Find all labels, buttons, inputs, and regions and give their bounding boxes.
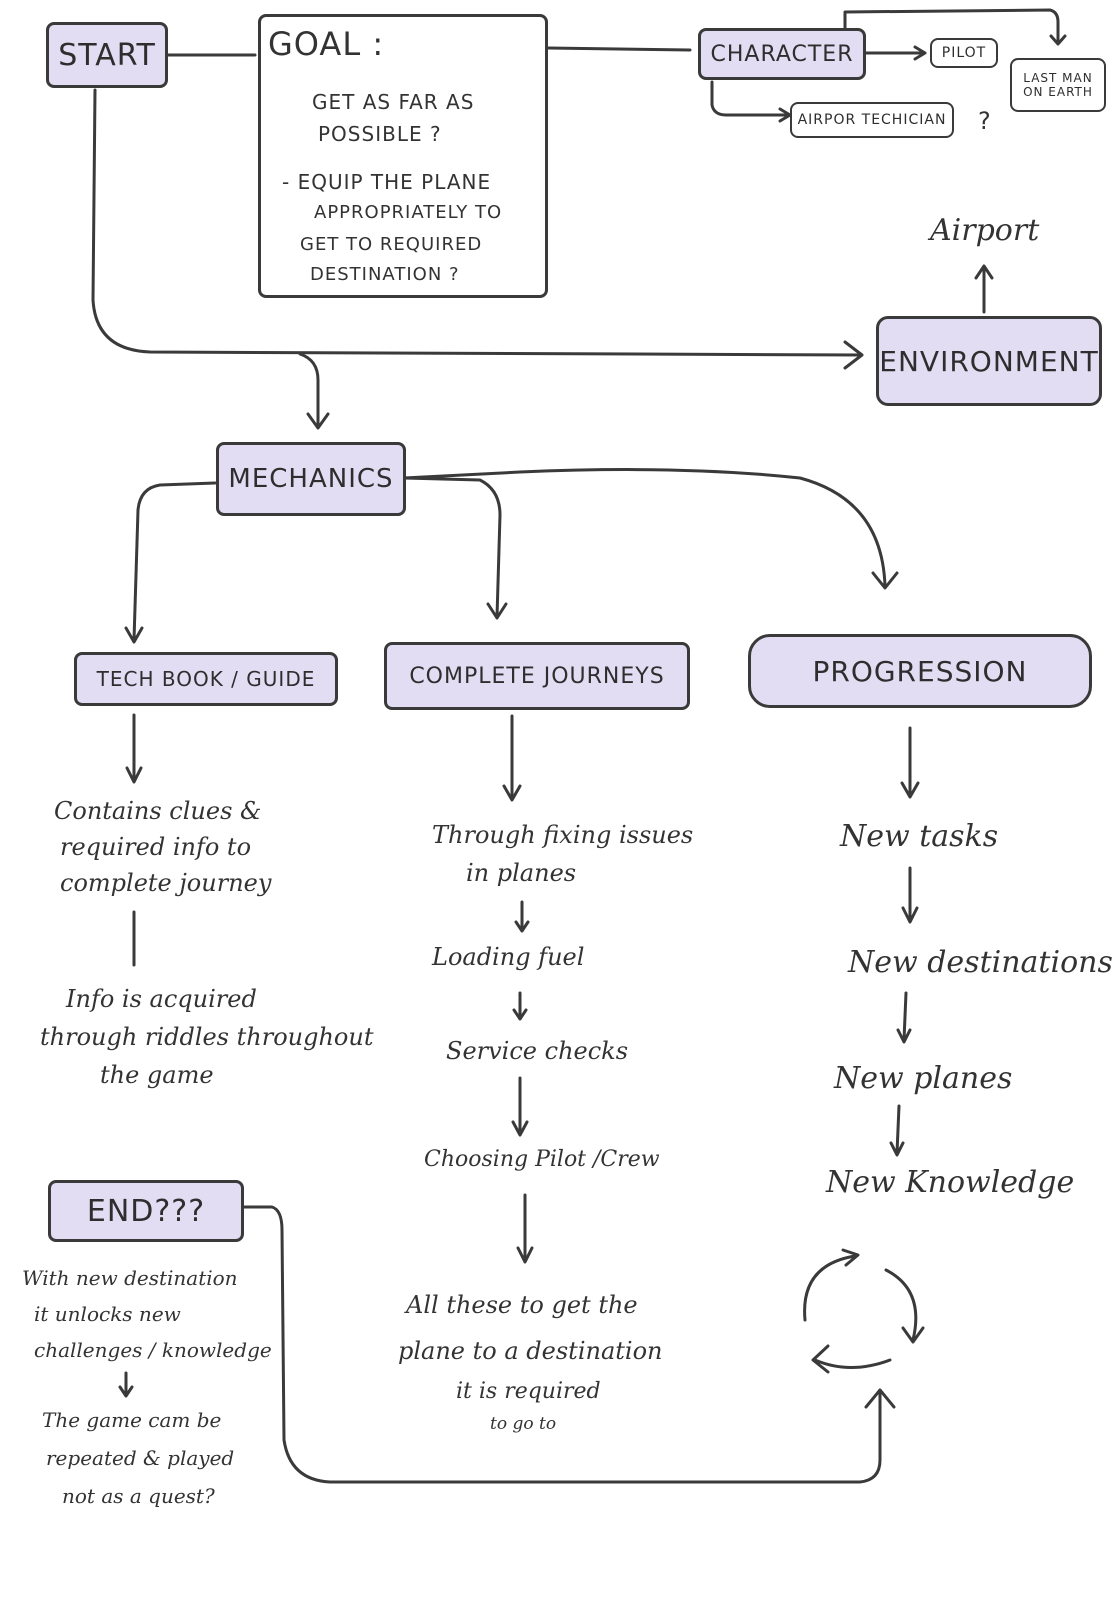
character-question-mark: ? [978, 107, 992, 135]
connector-start-environment [91, 88, 864, 370]
progression-step-4: New Knowledge [826, 1165, 1075, 1200]
techbook-note-2-line-3: the game [100, 1061, 214, 1089]
arrow-journeys-2 [514, 900, 530, 933]
arrow-progression-2 [901, 866, 919, 924]
goal-current-line-4: DESTINATION ? [310, 264, 460, 285]
connector-goal-character [546, 46, 692, 52]
journey-step-1-line-2: in planes [466, 859, 577, 887]
start-box[interactable]: START [46, 22, 168, 88]
connector-mechanics-techbook [124, 481, 217, 644]
arrow-techbook-1 [125, 713, 143, 784]
airport-technician-box[interactable]: AIRPOR TECHICIAN [790, 102, 954, 138]
goal-current-line-3: GET TO REQUIRED [300, 234, 483, 255]
airport-label: Airport [930, 213, 1040, 248]
arrow-journeys-3 [512, 991, 528, 1021]
techbook-note-1-line-3: complete journey [60, 869, 272, 897]
character-box[interactable]: CHARACTER [698, 28, 866, 80]
journey-step-5-line-3: it is required [456, 1379, 601, 1404]
goal-current-line-1: - EQUIP THE PLANE [282, 170, 492, 194]
connector-start-mechanics [298, 352, 330, 430]
last-man-box[interactable]: LAST MAN ON EARTH [1010, 58, 1106, 112]
journey-step-3: Service checks [446, 1037, 629, 1065]
journey-step-1-line-1: Through fixing issues [432, 821, 694, 849]
connector-character-technician [710, 80, 792, 123]
connector-environment-airport [974, 264, 994, 314]
techbook-note-2-line-1: Info is acquired [66, 985, 257, 1013]
arrow-journeys-1 [502, 714, 522, 802]
environment-box[interactable]: ENVIRONMENT [876, 316, 1102, 406]
progression-box[interactable]: PROGRESSION [748, 634, 1092, 708]
journey-step-5-line-2: plane to a destination [398, 1337, 663, 1365]
end-note-2-line-2: repeated & played [46, 1446, 235, 1470]
connector-mechanics-journeys [402, 476, 508, 620]
end-note-2-line-3: not as a quest? [62, 1484, 215, 1508]
journey-step-2: Loading fuel [432, 943, 585, 971]
arrow-end-notes [118, 1371, 134, 1398]
end-note-1-line-2: it unlocks new [34, 1302, 181, 1326]
end-note-1-line-3: challenges / knowledge [34, 1338, 272, 1362]
goal-struck-line-1: GET AS FAR AS [312, 90, 475, 114]
cycle-arrow-3 [811, 1344, 892, 1374]
connector-character-lastman [843, 8, 1067, 46]
journey-step-4: Choosing Pilot /Crew [424, 1147, 660, 1172]
arrow-progression-1 [900, 726, 920, 799]
last-man-line-2: ON EARTH [1023, 85, 1093, 99]
pilot-box[interactable]: PILOT [930, 38, 998, 68]
progression-step-1: New tasks [840, 819, 999, 854]
goal-title: GOAL : [268, 25, 385, 63]
techbook-note-2-line-2: through riddles throughout [40, 1023, 374, 1051]
goal-box [258, 14, 548, 298]
techbook-note-1-line-2: required info to [60, 833, 252, 861]
cycle-arrow-2 [884, 1268, 925, 1344]
journey-step-5-line-4: to go to [490, 1414, 557, 1434]
goal-struck-line-2: POSSIBLE ? [318, 122, 442, 146]
end-note-2-line-1: The game cam be [42, 1408, 222, 1432]
progression-step-2: New destinations [848, 945, 1113, 980]
progression-step-3: New planes [834, 1061, 1013, 1096]
cycle-arrow-1 [803, 1248, 860, 1322]
end-box[interactable]: END??? [48, 1180, 244, 1242]
last-man-line-1: LAST MAN [1023, 71, 1093, 85]
end-note-1-line-1: With new destination [22, 1266, 238, 1290]
arrow-progression-3 [896, 991, 912, 1044]
techbook-note-1-line-1: Contains clues & [54, 797, 262, 825]
connector-mechanics-progression [402, 468, 899, 590]
arrow-progression-4 [889, 1104, 905, 1157]
connector-end-cycle [242, 1205, 896, 1484]
complete-journeys-box[interactable]: COMPLETE JOURNEYS [384, 642, 690, 710]
tech-book-box[interactable]: TECH BOOK / GUIDE [74, 652, 338, 706]
arrow-journeys-5 [516, 1193, 534, 1264]
journey-step-5-line-1: All these to get the [406, 1291, 638, 1319]
arrow-journeys-4 [511, 1076, 529, 1137]
mechanics-box[interactable]: MECHANICS [216, 442, 406, 516]
goal-current-line-2: APPROPRIATELY TO [314, 202, 503, 223]
